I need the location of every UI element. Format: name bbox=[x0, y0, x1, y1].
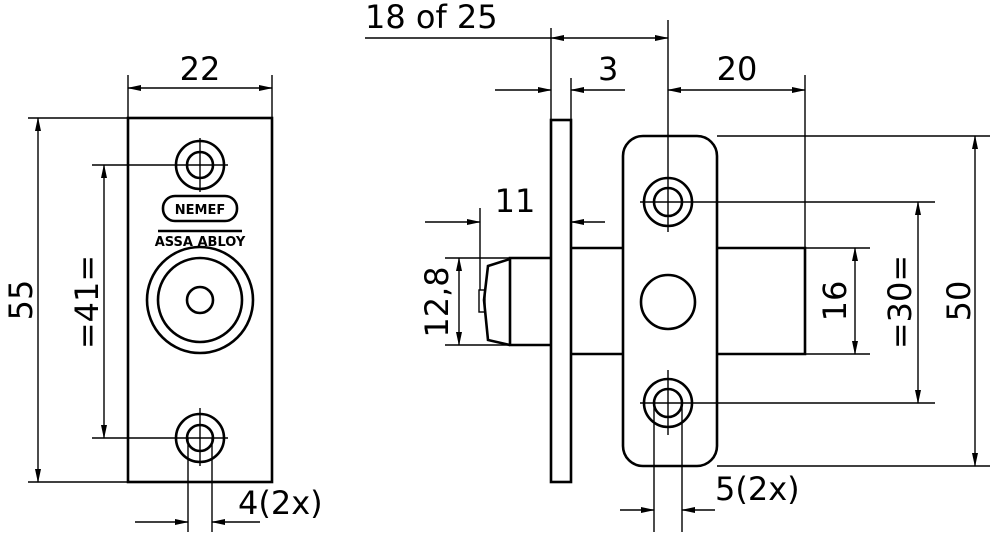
logo-group-text: ASSA ABLOY bbox=[155, 235, 246, 250]
side-plate bbox=[549, 118, 573, 484]
strike-plate bbox=[126, 116, 274, 484]
nemef-logo: NEMEF ASSA ABLOY bbox=[155, 194, 246, 250]
bottom-screw-hole bbox=[92, 408, 228, 466]
front-view: NEMEF ASSA ABLOY 22 55 =41= 4(2x) bbox=[2, 50, 323, 532]
body-height-dimension: 16 bbox=[816, 281, 854, 322]
side-bottom-screw-hole bbox=[640, 370, 935, 435]
width-dimension: 22 bbox=[180, 50, 221, 88]
side-top-screw-hole bbox=[640, 176, 935, 228]
latch-bolt bbox=[478, 256, 551, 347]
height-dimension: 55 bbox=[2, 280, 40, 321]
hole-dimension: 4(2x) bbox=[238, 484, 323, 522]
side-hole-dimension: 5(2x) bbox=[715, 470, 800, 508]
latch-height-dimension: 12,8 bbox=[418, 266, 456, 337]
housing-body bbox=[717, 246, 807, 356]
latch-opening bbox=[145, 245, 255, 355]
plate-thickness-dimension: 3 bbox=[598, 50, 618, 88]
logo-brand-text: NEMEF bbox=[175, 203, 225, 218]
hole-spacing-dimension: =41= bbox=[68, 255, 106, 349]
depth-dimension: 18 of 25 bbox=[365, 0, 498, 36]
center-hole bbox=[639, 273, 697, 331]
side-height-dimension: 50 bbox=[940, 281, 978, 322]
side-hole-spacing-dimension: =30= bbox=[881, 255, 919, 349]
top-screw-hole bbox=[92, 138, 228, 192]
housing bbox=[621, 134, 719, 468]
latch-projection-dimension: 11 bbox=[495, 182, 536, 220]
housing-offset-dimension: 20 bbox=[717, 50, 758, 88]
side-view: 18 of 25 3 20 11 12,8 16 =30= 50 5(2x) bbox=[365, 0, 990, 532]
